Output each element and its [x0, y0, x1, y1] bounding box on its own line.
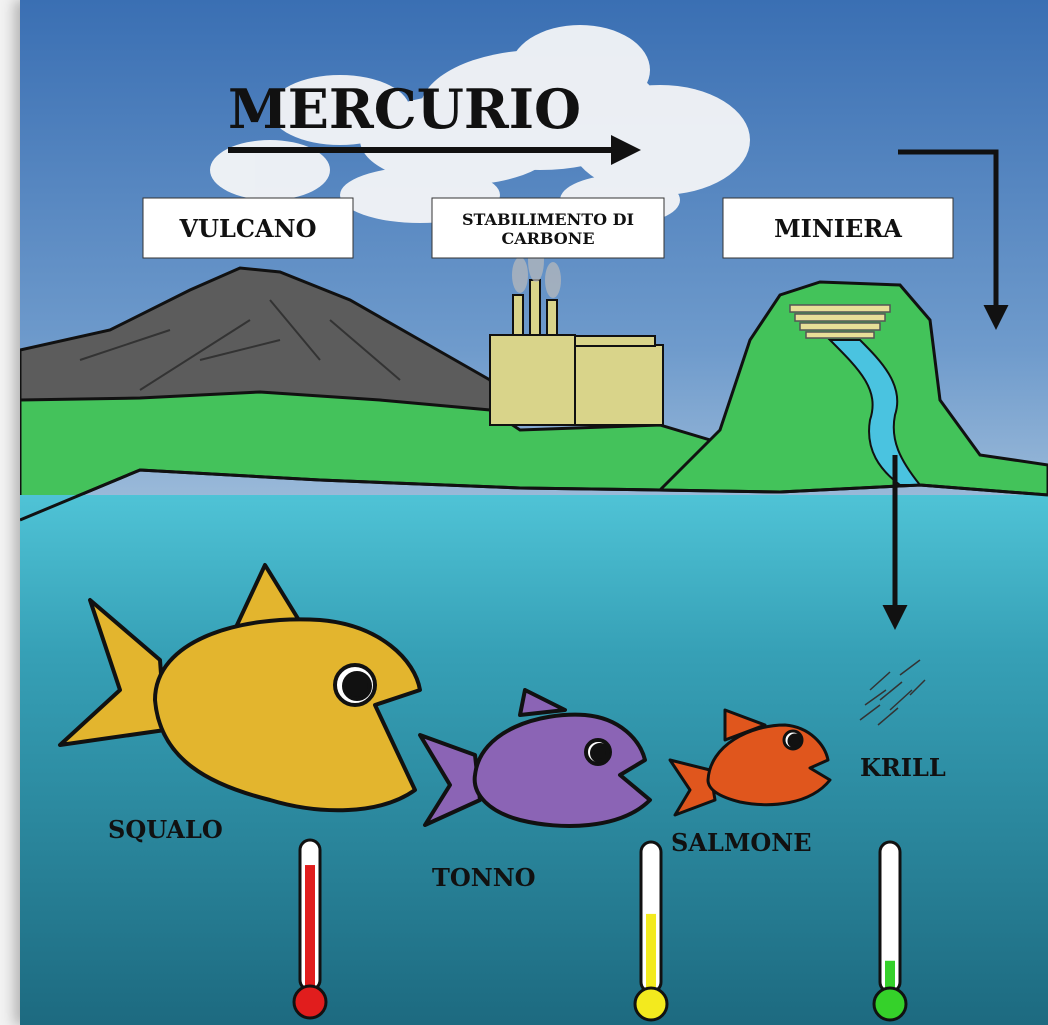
fish-label-squalo: SQUALO [108, 815, 223, 844]
thermometer-bulb [635, 988, 667, 1020]
thermometer-krill [874, 842, 906, 1020]
title-mercurio: MERCURIO [228, 77, 581, 141]
diagram-frame: MERCURIO VULCANO STABILIMENTO DI CARBONE… [20, 0, 1048, 1025]
fish-label-krill: KRILL [860, 753, 946, 782]
fish-label-salmone: SALMONE [671, 828, 812, 857]
mercury-level-fill [646, 914, 656, 996]
thermometer-squalo [294, 840, 326, 1018]
thermometer-bulb [294, 986, 326, 1018]
label-coal-plant-line2: CARBONE [501, 229, 594, 248]
label-volcano: VULCANO [143, 198, 353, 258]
label-mine-text: MINIERA [774, 214, 902, 243]
label-coal-plant-line1: STABILIMENTO DI [462, 210, 634, 229]
label-mine: MINIERA [723, 198, 953, 258]
label-coal-plant: STABILIMENTO DI CARBONE [432, 198, 664, 258]
thermometer-tonno [635, 842, 667, 1020]
fish-label-tonno: TONNO [432, 863, 536, 892]
mercury-food-chain-illustration: MERCURIO VULCANO STABILIMENTO DI CARBONE… [20, 0, 1048, 1025]
mercury-level-fill [305, 865, 315, 994]
label-volcano-text: VULCANO [179, 214, 317, 243]
thermometer-bulb [874, 988, 906, 1020]
